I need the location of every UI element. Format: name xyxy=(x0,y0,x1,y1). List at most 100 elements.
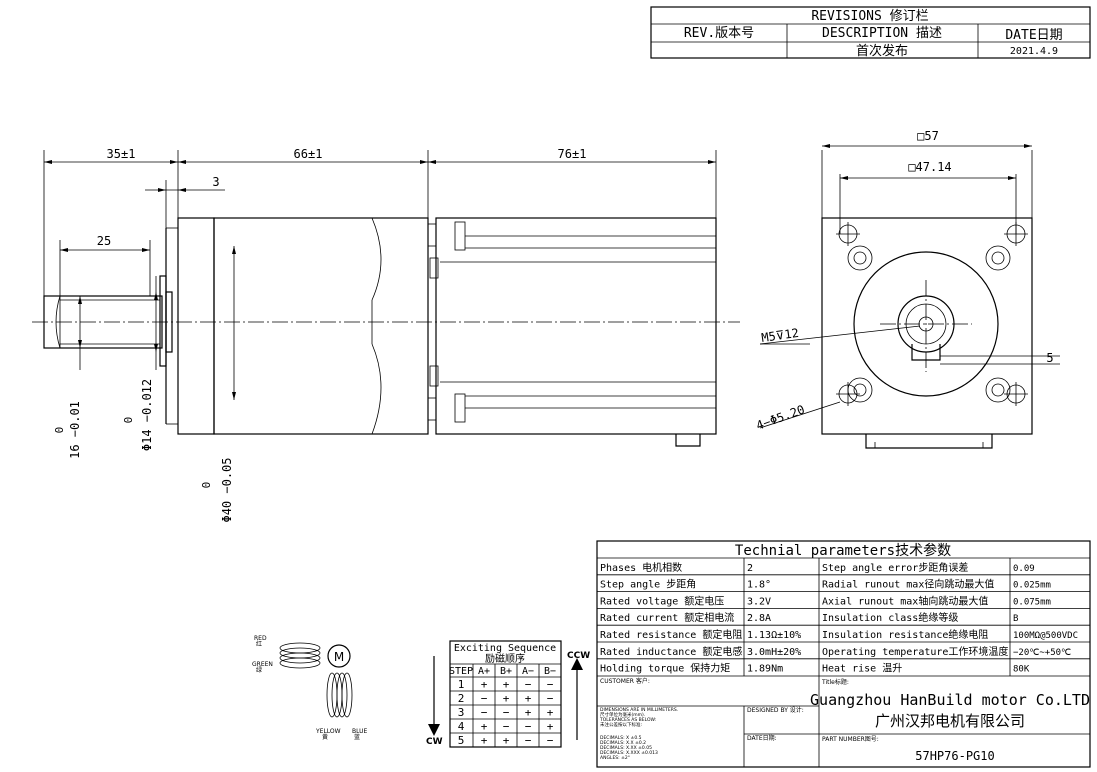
seq-cell: 3 xyxy=(458,706,465,719)
seq-cell: 4 xyxy=(458,720,465,733)
param-cell: Insulation class绝缘等级 xyxy=(822,611,958,624)
wire-red: RED xyxy=(254,635,267,642)
tb-note: DECIMALS: X ±0.5 xyxy=(600,735,642,741)
seq-cell: + xyxy=(525,692,532,705)
rev-header-rev: REV.版本号 xyxy=(684,26,754,41)
seq-title-cn: 励磁顺序 xyxy=(485,652,525,665)
tb-note: 尺寸单位为毫米(mm). xyxy=(600,711,645,718)
seq-cell: + xyxy=(481,678,488,691)
dim-35: 35±1 xyxy=(107,147,136,161)
seq-cell: + xyxy=(481,720,488,733)
seq-cell: − xyxy=(525,720,532,733)
wire-blue-cn: 蓝 xyxy=(354,733,360,741)
seq-cell: − xyxy=(547,692,554,705)
param-cell: Rated current 额定相电流 xyxy=(600,611,734,624)
dim-boss-dia: Φ14 −0.012 xyxy=(140,379,154,451)
rev-row-date: 2021.4.9 xyxy=(1010,46,1058,57)
dim-25: 25 xyxy=(97,234,111,248)
wire-yellow-cn: 黄 xyxy=(322,733,328,741)
coil-vertical xyxy=(326,672,353,718)
params-title: Technial parameters技术参数 xyxy=(735,542,951,559)
param-cell: Rated voltage 额定电压 xyxy=(600,594,724,607)
seq-cell: − xyxy=(525,734,532,747)
seq-cell: − xyxy=(503,720,510,733)
rev-header-date: DATE日期 xyxy=(1005,28,1062,43)
param-cell: Radial runout max径向跳动最大值 xyxy=(822,578,994,591)
dim-76: 76±1 xyxy=(558,147,587,161)
wire-yellow: YELLOW xyxy=(315,728,341,735)
param-cell: Axial runout max轴向跳动最大值 xyxy=(822,594,988,607)
dim-66: 66±1 xyxy=(294,147,323,161)
seq-title: Exciting Sequence xyxy=(454,643,556,654)
tb-part-label: PART NUMBER图号: xyxy=(822,736,879,743)
seq-cell: 5 xyxy=(458,734,465,747)
param-cell: Rated inductance 额定电感 xyxy=(600,645,742,658)
tb-note: DECIMALS: X.XX ±0.05 xyxy=(600,745,652,751)
seq-cw: CW xyxy=(426,737,443,747)
mounting-holes xyxy=(836,222,1028,406)
seq-cell: − xyxy=(481,706,488,719)
dim-flange-dia: Φ40 −0.05 xyxy=(220,457,234,522)
tb-customer: CUSTOMER 客户: xyxy=(600,677,650,685)
tb-note: ANGLES: ±2° xyxy=(600,755,630,761)
rev-header-desc: DESCRIPTION 描述 xyxy=(822,26,942,41)
seq-cell: − xyxy=(481,692,488,705)
seq-cell: + xyxy=(525,706,532,719)
param-cell: −20℃~+50℃ xyxy=(1013,648,1071,658)
wire-blue: BLUE xyxy=(352,728,368,735)
param-cell: 1.8° xyxy=(747,580,771,591)
motor-label: M xyxy=(334,650,344,664)
seq-cell: + xyxy=(503,678,510,691)
revisions-title: REVISIONS 修订栏 xyxy=(811,9,928,24)
motor-symbol xyxy=(327,644,351,668)
dim-key: 5 xyxy=(1046,351,1053,365)
seq-header-cell: A− xyxy=(522,666,534,677)
seq-ccw: CCW xyxy=(567,651,590,661)
param-cell: 3.0mH±20% xyxy=(747,647,801,658)
param-cell: 2.8A xyxy=(747,613,771,624)
seq-cell: + xyxy=(503,734,510,747)
param-cell: Rated resistance 额定电阻 xyxy=(600,628,742,641)
param-cell: Step angle error步距角误差 xyxy=(822,561,968,574)
dim-boss-tol: 0 xyxy=(122,417,135,424)
param-cell: Heat rise 温升 xyxy=(822,663,902,675)
param-cell: 0.075mm xyxy=(1013,597,1051,607)
param-cell: Holding torque 保持力矩 xyxy=(600,662,730,675)
param-cell: 0.025mm xyxy=(1013,581,1051,591)
seq-header-cell: B+ xyxy=(500,666,512,677)
wire-green: GREEN xyxy=(252,661,273,668)
seq-cell: + xyxy=(547,706,554,719)
seq-cell: − xyxy=(547,678,554,691)
param-cell: 100MΩ@500VDC xyxy=(1013,631,1078,641)
tb-note: DIMENSIONS ARE IN MILLIMETERS. xyxy=(600,707,678,713)
param-cell: 80K xyxy=(1013,665,1030,675)
param-cell: Phases 电机相数 xyxy=(600,561,682,574)
tb-part-number: 57HP76-PG10 xyxy=(915,749,994,763)
dim-shaft-tol: 0 xyxy=(53,427,66,434)
seq-cell: − xyxy=(503,706,510,719)
dim-3: 3 xyxy=(212,175,219,189)
seq-cell: 2 xyxy=(458,692,465,705)
tb-note: 未注公差按以下标准: xyxy=(600,721,642,728)
tb-note: DECIMALS: X.XXX ±0.013 xyxy=(600,750,658,756)
tb-company-cn: 广州汉邦电机有限公司 xyxy=(875,712,1025,730)
seq-header-cell: STEP xyxy=(449,666,473,677)
param-cell: B xyxy=(1013,614,1018,624)
dim-thread: M5⊽12 xyxy=(760,326,799,345)
seq-cell: + xyxy=(547,720,554,733)
coil-horizontal xyxy=(279,642,321,669)
dim-flange-tol: 0 xyxy=(200,482,213,489)
param-cell: 1.13Ω±10% xyxy=(747,630,801,641)
param-cell: Step angle 步距角 xyxy=(600,579,696,591)
param-cell: 3.2V xyxy=(747,596,771,607)
revisions-table: REVISIONS 修订栏 REV.版本号 DESCRIPTION 描述 DAT… xyxy=(650,6,1091,59)
tb-designed-by: DESIGNED BY 设计: xyxy=(747,706,804,714)
rev-row-desc: 首次发布 xyxy=(856,43,908,59)
wiring-diagram: RED 红 GREEN 绿 M YELLOW 黄 BLUE 蓝 xyxy=(252,635,368,741)
dim-bolt-pitch: □47.14 xyxy=(908,160,951,174)
seq-cell: − xyxy=(525,678,532,691)
side-view: 35±1 66±1 76±1 3 25 0 16 −0.01 0 Φ14 −0.… xyxy=(32,147,740,523)
